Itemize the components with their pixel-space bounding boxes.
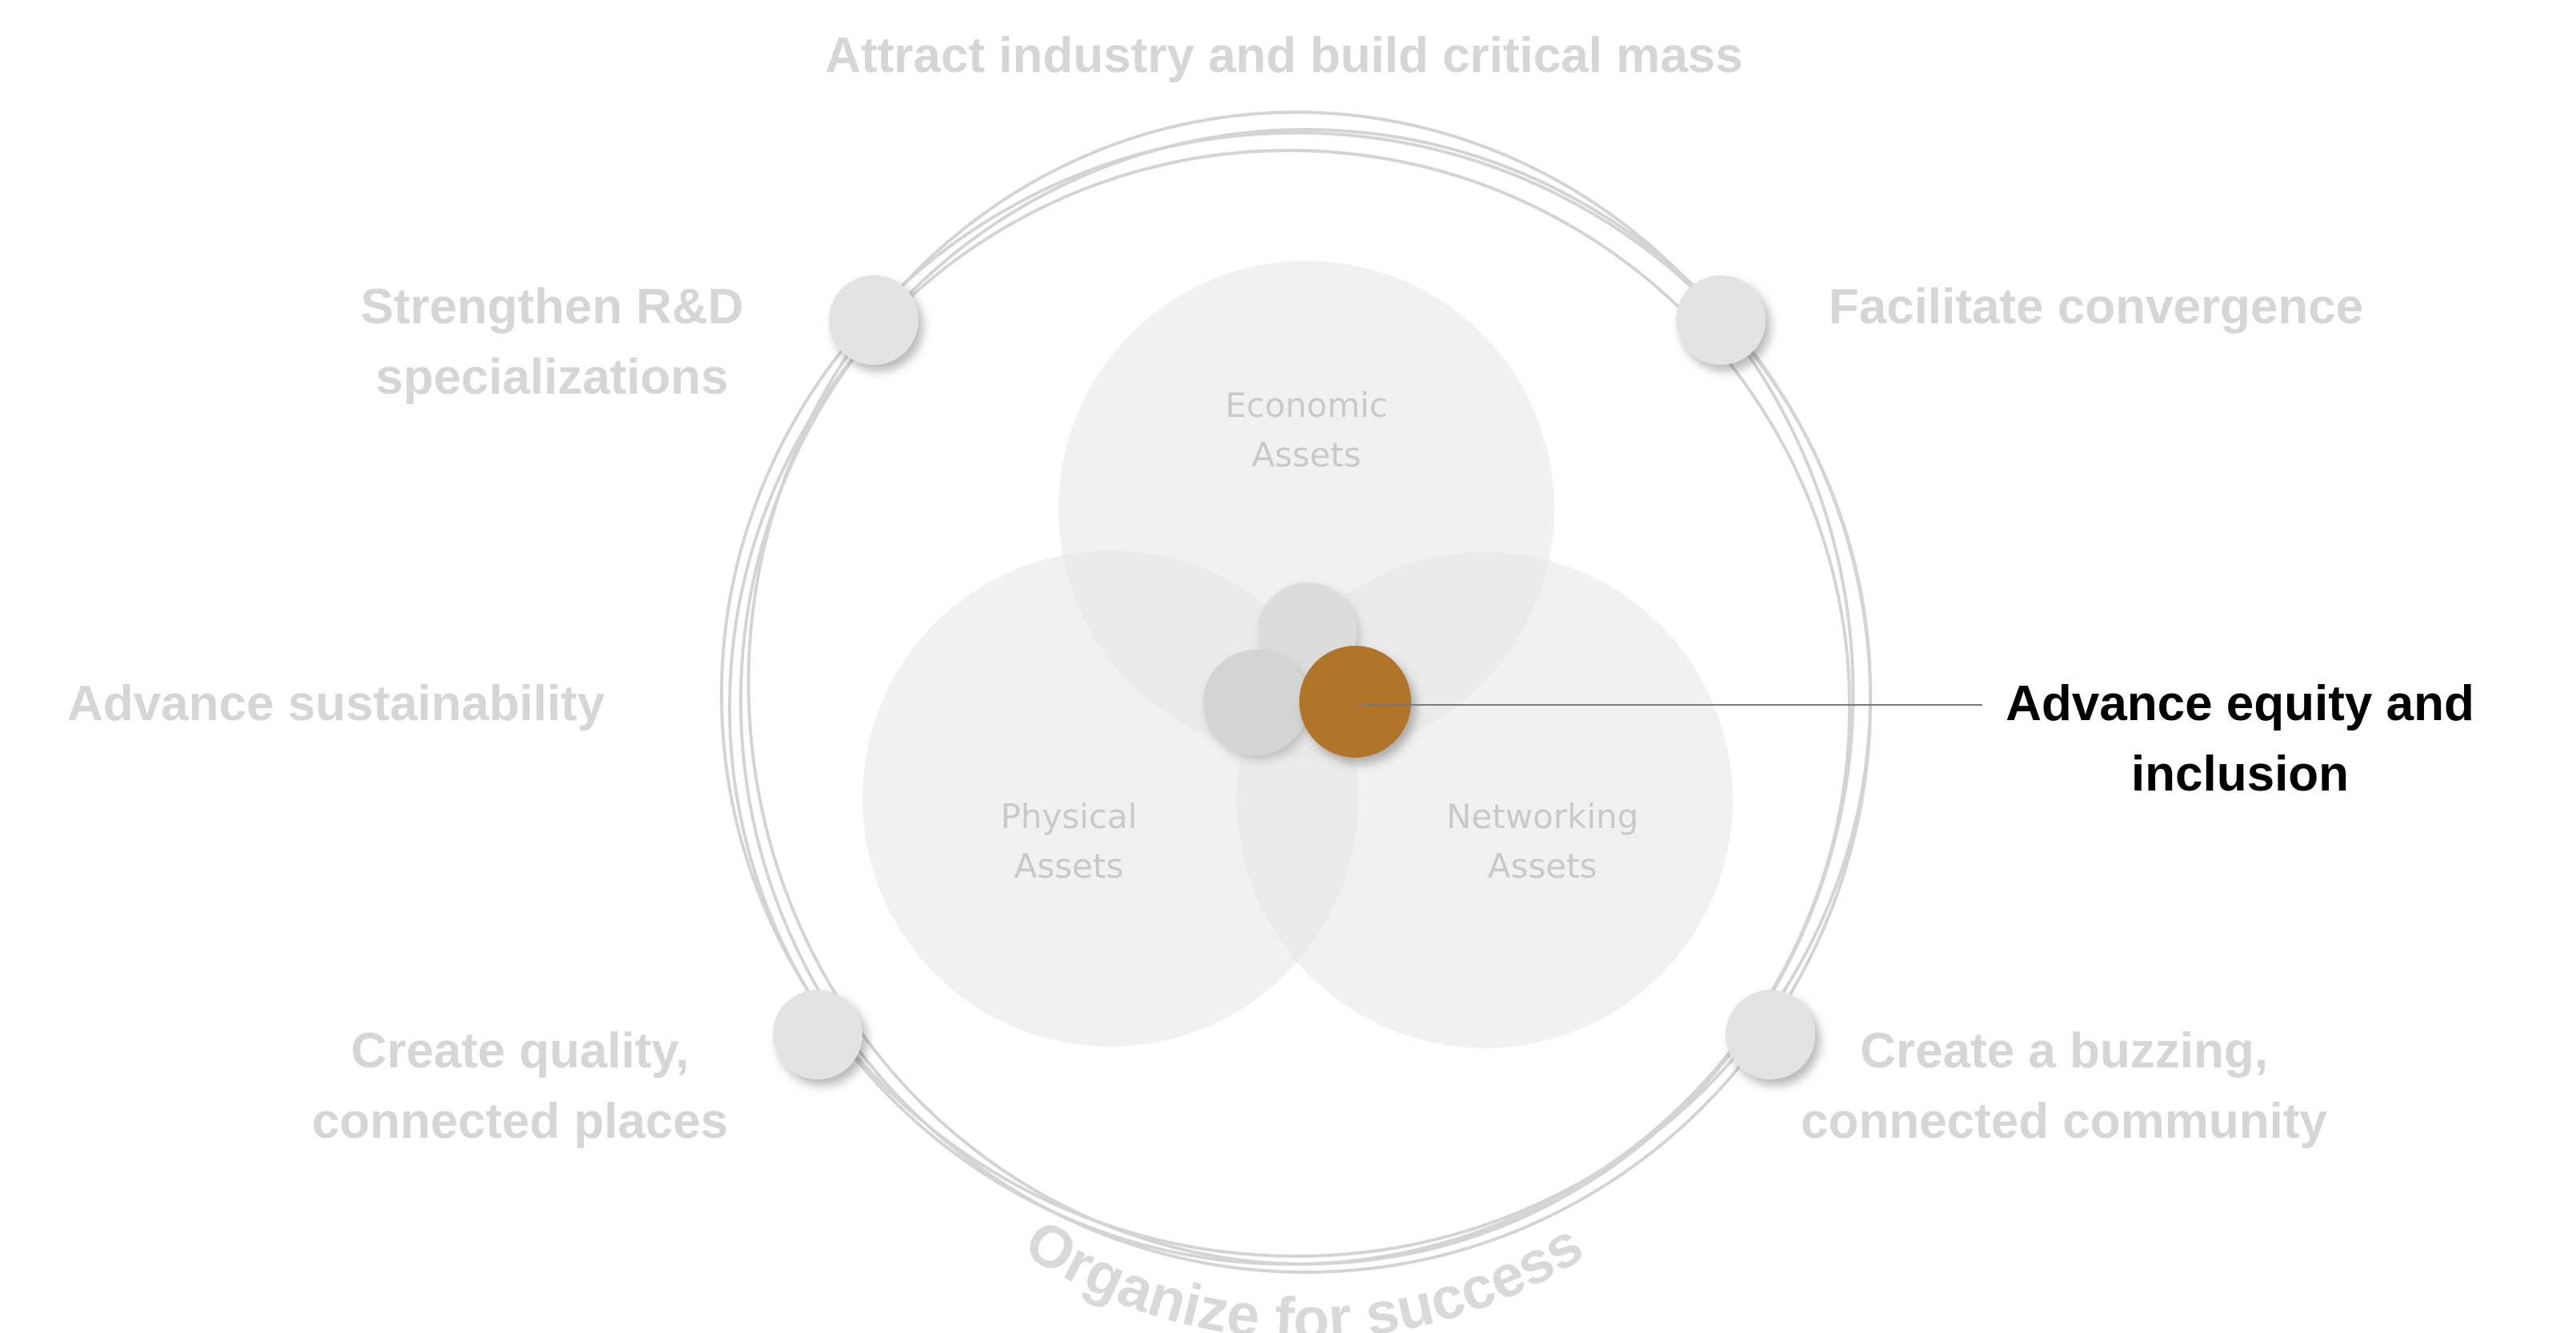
goal-advance-equity-line-1: Advance equity and <box>2006 676 2474 731</box>
goal-create-community-line-2: connected community <box>1801 1094 2327 1149</box>
networking-assets-line-1: Networking <box>1446 797 1639 836</box>
goal-attract-industry: Attract industry and build critical mass <box>800 21 1768 91</box>
goal-create-places-line-1: Create quality, <box>350 1023 690 1079</box>
goal-create-places-line-2: connected places <box>311 1094 729 1149</box>
networking-assets-line-2: Assets <box>1487 847 1598 886</box>
economic-assets-line-2: Assets <box>1251 435 1362 474</box>
goal-facilitate-convergence: Facilitate convergence <box>1808 272 2384 342</box>
networking-assets-label: Networking Assets <box>1414 792 1670 891</box>
goal-strengthen-rd: Strengthen R&D specializations <box>328 272 776 413</box>
ring-node-rd <box>829 275 918 365</box>
goal-advance-sustainability: Advance sustainability <box>48 669 624 739</box>
goal-facilitate-convergence-text: Facilitate convergence <box>1828 279 2364 334</box>
economic-assets-line-1: Economic <box>1225 386 1388 425</box>
outer-ring <box>720 110 1872 1274</box>
center-bubble-left <box>1203 650 1309 755</box>
outer-ring-stroke-3 <box>728 148 1851 1267</box>
physical-assets-line-2: Assets <box>1014 847 1124 886</box>
goal-advance-equity: Advance equity and inclusion <box>1984 669 2496 810</box>
goal-strengthen-rd-line-1: Strengthen R&D <box>360 279 744 334</box>
ring-node-places <box>773 990 862 1079</box>
goal-create-community: Create a buzzing, connected community <box>1776 1016 2352 1157</box>
goal-create-places: Create quality, connected places <box>272 1016 768 1157</box>
ring-nodes <box>773 275 1815 1079</box>
goal-strengthen-rd-line-2: specializations <box>375 350 729 405</box>
economic-assets-label: Economic Assets <box>1178 381 1434 480</box>
physical-assets-label: Physical Assets <box>941 792 1197 891</box>
ring-node-convergence <box>1676 275 1766 365</box>
goal-attract-industry-text: Attract industry and build critical mass <box>825 28 1743 83</box>
goal-advance-equity-line-2: inclusion <box>2130 747 2350 802</box>
goal-advance-sustainability-text: Advance sustainability <box>67 676 605 731</box>
ring-node-community <box>1726 990 1815 1079</box>
outer-ring-stroke-2 <box>739 128 1872 1274</box>
physical-assets-line-1: Physical <box>1000 797 1138 836</box>
outer-ring-stroke-4 <box>746 110 1855 1266</box>
center-bubbles <box>1203 582 1411 758</box>
goal-create-community-line-1: Create a buzzing, <box>1860 1023 2268 1079</box>
center-bubble-highlight <box>1299 646 1411 758</box>
